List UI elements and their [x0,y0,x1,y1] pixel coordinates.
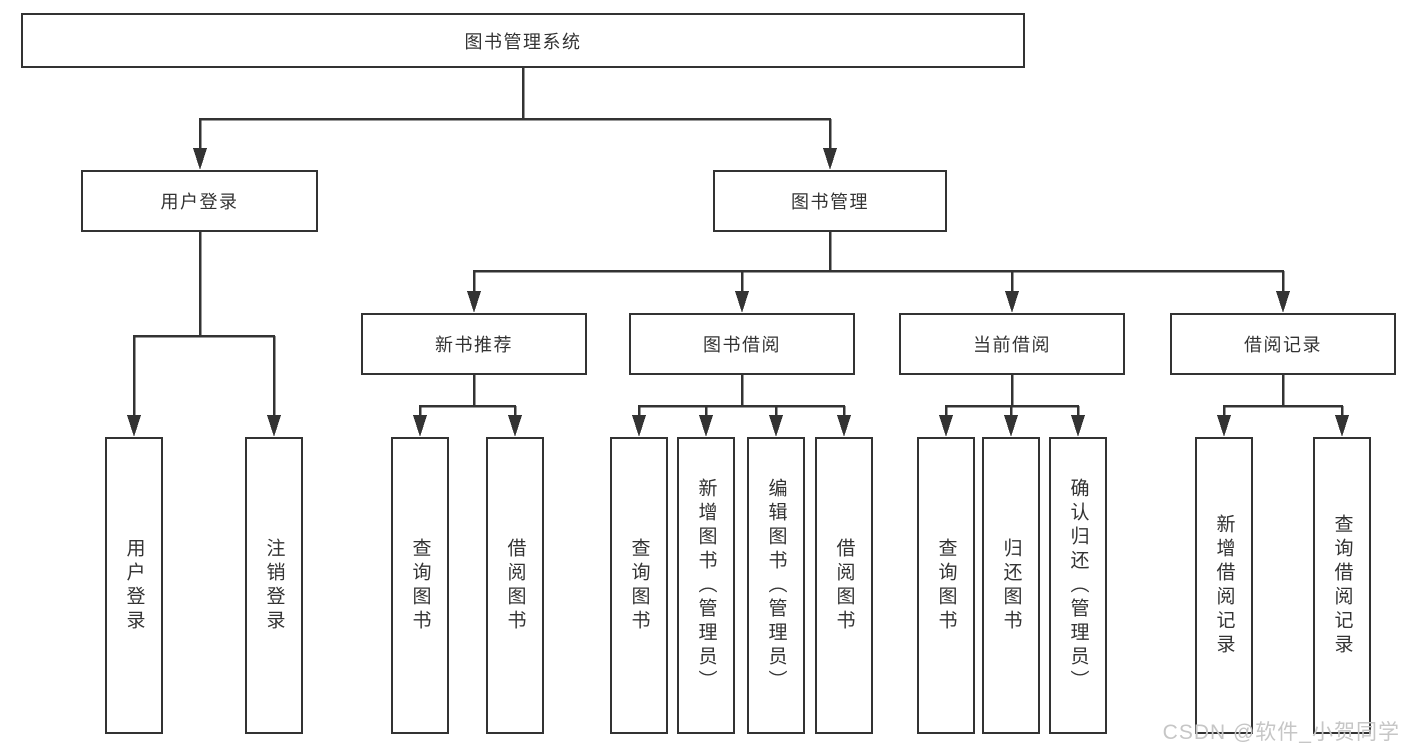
node-leaf-label: 新增图书（管理员） [695,477,717,694]
node-leaf-label: 归还图书 [1000,537,1022,634]
node-leaf-label: 借阅图书 [504,537,526,634]
node-user-login: 用户登录 [81,170,318,232]
node-new-book-recommend-label: 新书推荐 [435,335,513,355]
node-leaf-label: 查询图书 [409,537,431,634]
node-user-login-label: 用户登录 [160,192,239,212]
node-leaf-borrow-books-recommend: 借阅图书 [486,437,544,734]
node-leaf-label: 借阅图书 [833,537,855,634]
node-root-label: 图书管理系统 [464,31,582,52]
node-leaf-label: 确认归还（管理员） [1067,477,1089,694]
node-leaf-borrow-books-borrowing: 借阅图书 [815,437,873,734]
node-leaf-confirm-return-admin: 确认归还（管理员） [1049,437,1107,734]
node-new-book-recommend: 新书推荐 [361,313,587,375]
node-leaf-label: 用户登录 [123,537,145,634]
node-leaf-label: 查询借阅记录 [1331,513,1353,658]
node-leaf-label: 新增借阅记录 [1213,513,1235,658]
node-book-borrowing-label: 图书借阅 [703,335,781,355]
node-borrowing-records-label: 借阅记录 [1244,335,1322,355]
node-leaf-return-books: 归还图书 [982,437,1040,734]
connector-new-book-recommend-to-children [413,375,522,437]
node-leaf-user-login-action: 用户登录 [105,437,163,734]
connector-current-borrowing-to-children [939,375,1085,437]
node-leaf-query-books-borrowing: 查询图书 [610,437,668,734]
node-current-borrowing-label: 当前借阅 [973,335,1051,355]
node-book-management-label: 图书管理 [791,192,869,212]
connector-borrowing-records-to-children [1217,375,1349,437]
node-book-management: 图书管理 [713,170,947,232]
node-leaf-label: 查询图书 [935,537,957,634]
csdn-watermark: CSDN @软件_小贺同学 [1162,721,1400,744]
node-borrowing-records: 借阅记录 [1170,313,1396,375]
node-book-borrowing: 图书借阅 [629,313,855,375]
node-leaf-query-books-current: 查询图书 [917,437,975,734]
connector-user-login-to-children [127,232,281,437]
node-leaf-add-borrow-record: 新增借阅记录 [1195,437,1253,734]
node-leaf-query-borrow-record: 查询借阅记录 [1313,437,1371,734]
connector-book-borrowing-to-children [632,375,851,437]
node-leaf-add-books-admin: 新增图书（管理员） [677,437,735,734]
node-leaf-logout: 注销登录 [245,437,303,734]
connector-book-management-to-level3 [467,232,1290,313]
node-leaf-label: 查询图书 [628,537,650,634]
connector-root-to-level2 [193,68,837,170]
node-leaf-query-books-recommend: 查询图书 [391,437,449,734]
node-current-borrowing: 当前借阅 [899,313,1125,375]
node-leaf-label: 注销登录 [263,537,285,634]
node-leaf-edit-books-admin: 编辑图书（管理员） [747,437,805,734]
node-root: 图书管理系统 [21,13,1025,68]
node-leaf-label: 编辑图书（管理员） [765,477,787,694]
